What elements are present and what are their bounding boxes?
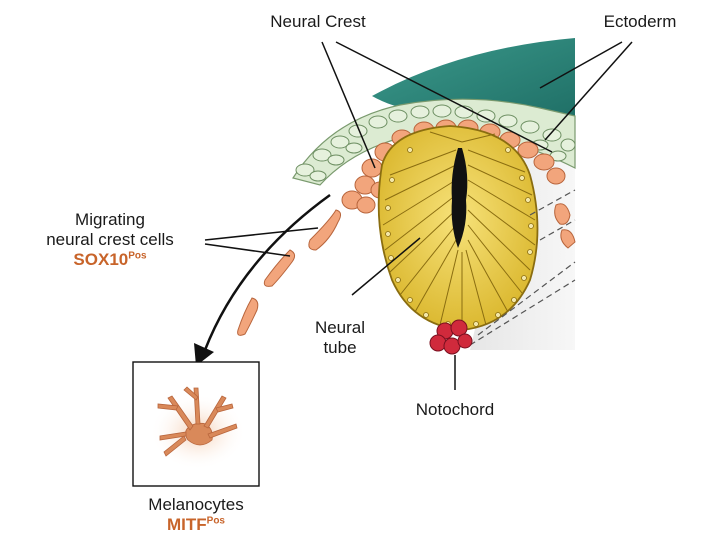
label-neural-crest: Neural Crest xyxy=(248,12,388,32)
label-neural-line2: tube xyxy=(300,338,380,358)
label-ectoderm: Ectoderm xyxy=(585,12,695,32)
label-migrating-line2: neural crest cells xyxy=(20,230,200,250)
label-sox10: SOX10Pos xyxy=(20,250,200,270)
notochord xyxy=(430,320,472,354)
mitf-superscript: Pos xyxy=(207,515,225,526)
label-melanocytes-line: Melanocytes xyxy=(118,495,274,515)
neural-tube xyxy=(379,126,538,330)
sox10-superscript: Pos xyxy=(128,250,146,261)
sox10-marker: SOX10 xyxy=(73,250,128,269)
label-neural-line1: Neural xyxy=(300,318,380,338)
mitf-marker: MITF xyxy=(167,515,207,534)
label-neural-tube: Neural tube xyxy=(300,318,380,358)
label-mitf: MITFPos xyxy=(118,515,274,535)
label-migrating-cells: Migrating neural crest cells SOX10Pos xyxy=(20,210,200,270)
label-melanocytes: Melanocytes MITFPos xyxy=(118,495,274,535)
label-migrating-line1: Migrating xyxy=(20,210,200,230)
label-notochord: Notochord xyxy=(395,400,515,420)
